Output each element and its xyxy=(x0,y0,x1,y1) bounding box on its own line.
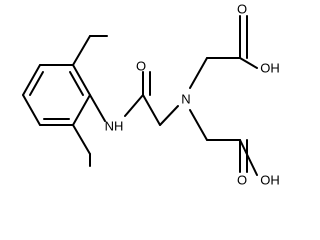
ring-double-bond xyxy=(29,71,44,96)
acid-top-hydroxyl-label: OH xyxy=(260,61,280,76)
n-ch2-lower-bond xyxy=(189,109,208,141)
amide-nh-label: NH xyxy=(105,119,124,134)
ring-double-bond xyxy=(69,71,84,96)
methyl-bond-top xyxy=(72,35,91,66)
carboxyl-upper-oh-bond xyxy=(239,57,258,69)
acid-bottom-hydroxyl-label: OH xyxy=(260,173,280,188)
acid-bottom-oxygen-label: O xyxy=(237,173,247,188)
nh-carbonyl-bond xyxy=(124,94,144,117)
ring-bond xyxy=(22,94,41,126)
ring-bond xyxy=(72,64,91,96)
ch2-n-bond xyxy=(159,105,179,126)
methyl-bond-bottom xyxy=(72,124,91,155)
n-ch2-upper-bond xyxy=(189,57,208,89)
chemical-structure-diagram: O NH N O OH O OH xyxy=(22,2,280,188)
ring-bond xyxy=(72,94,91,126)
benzene-ring xyxy=(22,64,91,126)
structure-canvas: O NH N O OH O OH xyxy=(22,1,280,188)
carbonyl-oxygen-label: O xyxy=(136,59,146,74)
aryl-nh-bond xyxy=(89,94,106,122)
amine-n-label: N xyxy=(181,92,190,107)
acid-top-oxygen-label: O xyxy=(237,2,247,17)
carboxyl-lower-oh-bond xyxy=(239,139,258,176)
ring-bond xyxy=(22,64,41,96)
carbonyl-ch2-bond xyxy=(142,94,161,126)
